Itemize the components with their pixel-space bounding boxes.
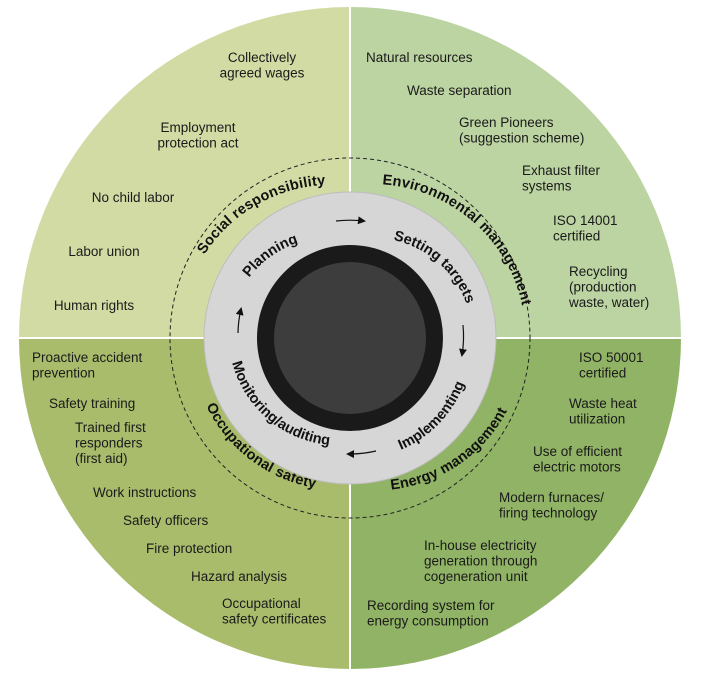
dashed-ring — [169, 157, 531, 519]
social-item-line: agreed wages — [220, 66, 305, 81]
occupational-item: Safety officers — [123, 513, 209, 528]
environmental-item-line: certified — [553, 229, 600, 244]
energy-item-line: Use of efficient — [533, 444, 622, 459]
occupational-item-line: Work instructions — [93, 485, 197, 500]
environmental-item-line: (suggestion scheme) — [459, 131, 584, 146]
energy-item-line: electric motors — [533, 460, 621, 475]
energy-item-line: energy consumption — [367, 614, 489, 629]
social-item: Labor union — [68, 244, 139, 259]
occupational-item-line: (first aid) — [75, 451, 128, 466]
energy-item-line: cogeneration unit — [424, 569, 528, 584]
energy-item-line: In-house electricity — [424, 538, 537, 553]
occupational-item-line: Hazard analysis — [191, 569, 287, 584]
occupational-item: Work instructions — [93, 485, 197, 500]
occupational-item: Safety training — [49, 396, 135, 411]
arrow-monitoring-to-planning — [235, 307, 244, 334]
social-item-line: Collectively — [228, 50, 297, 65]
environmental-item-line: Recycling — [569, 264, 628, 279]
environmental-item-line: Exhaust filter — [522, 163, 601, 178]
occupational-item: Fire protection — [146, 541, 232, 556]
occupational-item-line: Occupational — [222, 596, 301, 611]
arrow-targets-to-implementing — [459, 324, 467, 357]
cycle-arrows — [235, 216, 467, 459]
occupational-item-line: Safety training — [49, 396, 135, 411]
core-inner — [274, 262, 426, 414]
environmental-item-line: ISO 14001 — [553, 213, 618, 228]
energy-item-line: certified — [579, 366, 626, 381]
social-item-line: protection act — [157, 136, 238, 151]
environmental-item: Green Pioneers(suggestion scheme) — [459, 115, 584, 146]
energy-item-line: generation through — [424, 554, 537, 569]
occupational-item-line: Fire protection — [146, 541, 232, 556]
environmental-item-line: Green Pioneers — [459, 115, 554, 130]
energy-item-line: ISO 50001 — [579, 350, 644, 365]
environmental-item-line: (production — [569, 280, 637, 295]
social-item-line: No child labor — [92, 190, 175, 205]
occupational-item-line: prevention — [32, 366, 95, 381]
energy-item-line: Recording system for — [367, 598, 495, 613]
social-item: Human rights — [54, 298, 135, 313]
arrow-planning-to-targets — [335, 216, 366, 225]
environmental-item-line: Natural resources — [366, 50, 473, 65]
energy-item-line: Modern furnaces/ — [499, 490, 604, 505]
occupational-item-line: responders — [75, 436, 143, 451]
social-item: No child labor — [92, 190, 175, 205]
environmental-item-line: systems — [522, 179, 572, 194]
social-item-line: Labor union — [68, 244, 139, 259]
occupational-item-line: safety certificates — [222, 612, 327, 627]
environmental-item-line: waste, water) — [568, 295, 649, 310]
social-item-line: Human rights — [54, 298, 135, 313]
energy-item-line: Waste heat — [569, 396, 637, 411]
occupational-item-line: Trained first — [75, 420, 146, 435]
occupational-item-line: Safety officers — [123, 513, 209, 528]
environmental-item: Waste separation — [407, 83, 512, 98]
environmental-item: Natural resources — [366, 50, 473, 65]
energy-item: Modern furnaces/firing technology — [499, 490, 604, 521]
social-item-line: Employment — [160, 120, 235, 135]
occupational-item-line: Proactive accident — [32, 350, 143, 365]
environmental-item-line: Waste separation — [407, 83, 512, 98]
occupational-item: Hazard analysis — [191, 569, 287, 584]
energy-item-line: utilization — [569, 412, 625, 427]
arrow-implementing-to-monitoring — [346, 450, 377, 459]
energy-item-line: firing technology — [499, 506, 598, 521]
